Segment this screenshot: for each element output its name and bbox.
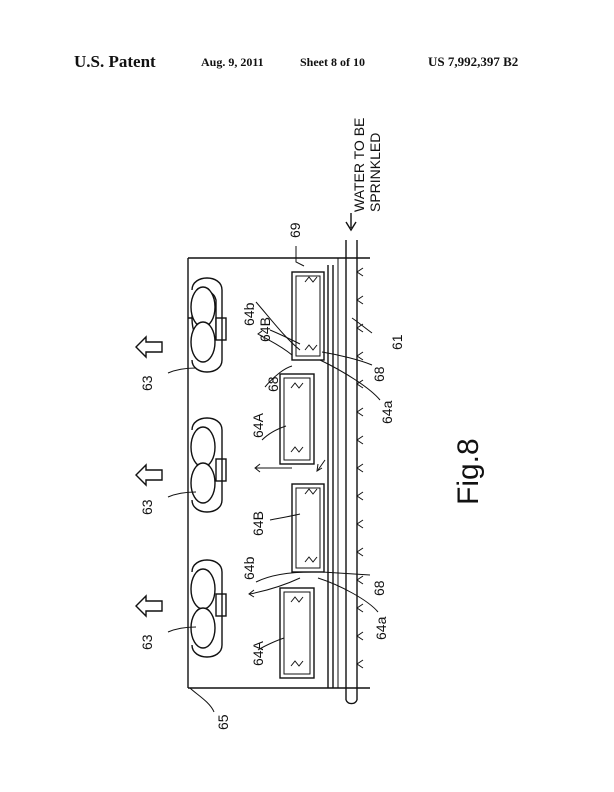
sheet-number: Sheet 8 of 10: [300, 55, 365, 69]
water-label-line1: WATER TO BE: [351, 118, 367, 212]
label-64B-b: 64B: [250, 511, 266, 536]
fan-units: [188, 277, 227, 658]
patent-publication-label: U.S. Patent: [74, 52, 156, 71]
reference-leaders: [167, 246, 381, 713]
label-65: 65: [215, 714, 231, 730]
label-68-c: 68: [371, 580, 387, 596]
label-64b-a: 64b: [241, 302, 257, 326]
reference-labels: 63 63 63 65 61 69 68 68 68 64b 64B 64a 6…: [139, 118, 485, 730]
housing-outline: [187, 257, 370, 689]
label-64a-a: 64a: [379, 400, 395, 424]
water-label-line2: SPRINKLED: [367, 133, 383, 212]
label-64A-a: 64A: [250, 412, 266, 438]
label-61: 61: [389, 334, 405, 350]
label-63-b: 63: [139, 499, 155, 515]
label-64A-b: 64A: [250, 640, 266, 666]
cooling-elements: [279, 271, 325, 679]
label-63-c: 63: [139, 634, 155, 650]
exhaust-arrows: [135, 335, 163, 618]
patent-number: US 7,992,397 B2: [428, 54, 519, 69]
heat-exchanger-tubes: [327, 258, 339, 688]
label-63-a: 63: [139, 375, 155, 391]
label-64a-b: 64a: [373, 616, 389, 640]
figure-caption: Fig.8: [452, 438, 485, 505]
label-69: 69: [287, 222, 303, 238]
airflow-arrows: [248, 330, 326, 598]
sprinkler-pipe: [345, 213, 364, 705]
label-68-b: 68: [371, 366, 387, 382]
patent-date: Aug. 9, 2011: [201, 55, 264, 69]
label-64b-b: 64b: [241, 556, 257, 580]
label-68-a: 68: [265, 376, 281, 392]
label-64B-a: 64B: [257, 317, 273, 342]
